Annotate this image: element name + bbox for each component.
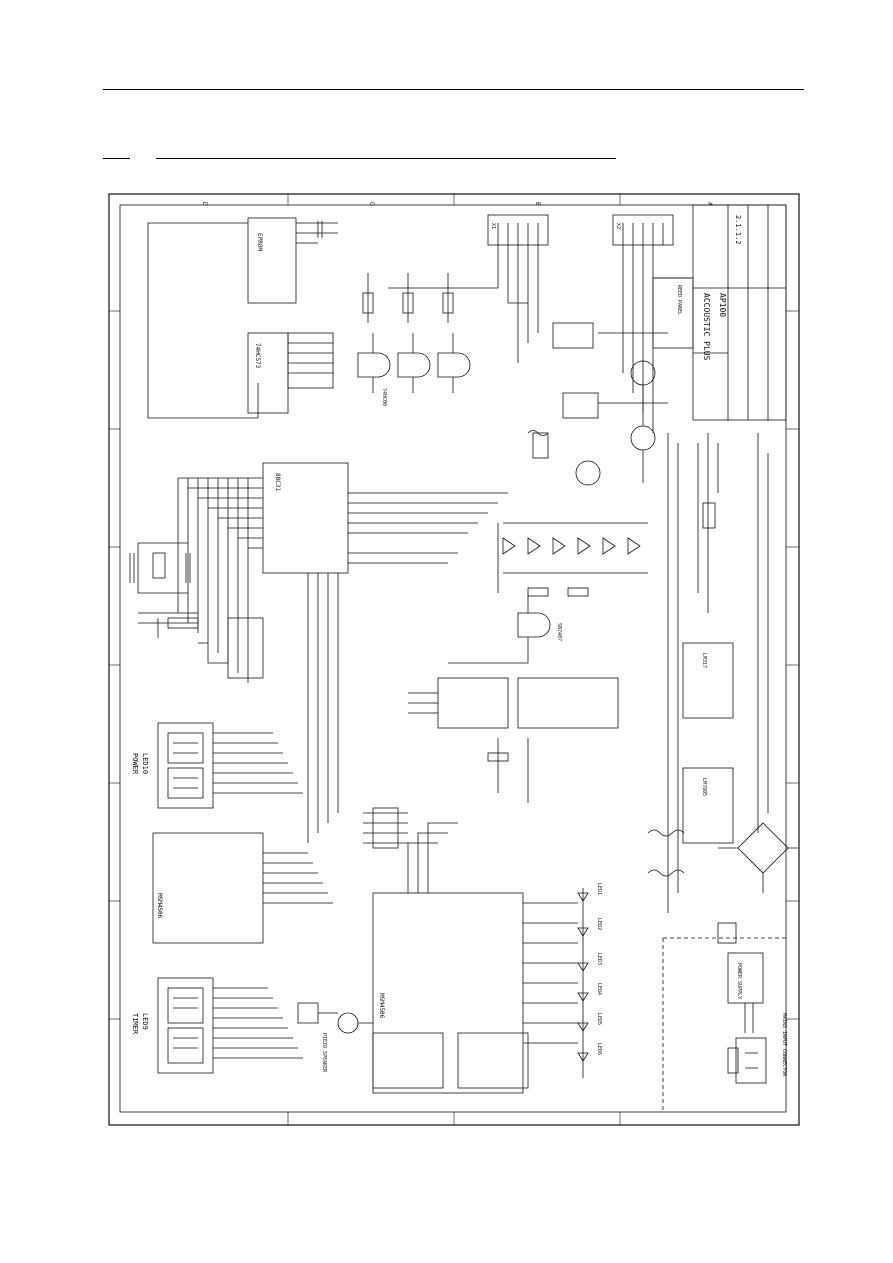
resistor-pack bbox=[372, 807, 399, 849]
comparator-row bbox=[497, 522, 648, 597]
led-bar-1: LED1 bbox=[596, 883, 602, 895]
led-bar-4: LED4 bbox=[596, 983, 602, 995]
title-model: AP100 bbox=[718, 293, 727, 317]
bridge-rectifier bbox=[647, 822, 798, 893]
ic6-regulator: LM317 bbox=[682, 642, 734, 719]
border-letter-a: A bbox=[706, 202, 713, 206]
power-supply-label: POWER SUPPLY bbox=[736, 963, 742, 999]
crystal-oscillator bbox=[129, 542, 264, 679]
led10-name: LED10 bbox=[141, 753, 149, 774]
heading-underline-long bbox=[156, 158, 616, 159]
resistor-array bbox=[363, 812, 408, 844]
led10-display: LED10 POWER bbox=[131, 722, 303, 809]
ic7-label: LM7805 bbox=[701, 778, 707, 796]
ic1-microcontroller: 80C31 bbox=[177, 462, 349, 683]
ic4-label: EPROM bbox=[256, 233, 263, 251]
relay-drivers bbox=[527, 322, 719, 613]
connector-x2-label: X2 bbox=[615, 223, 621, 229]
border-letter-d: D bbox=[201, 202, 208, 206]
mains-connector: MAINS INPUT CONNECTOR bbox=[727, 1013, 787, 1084]
power-supply-block: POWER SUPPLY bbox=[662, 922, 786, 1113]
ic8-label: 74HC00 bbox=[381, 388, 387, 406]
ic9-label: SN7407 bbox=[556, 623, 562, 641]
ic1-label: 80C31 bbox=[274, 473, 281, 491]
title-revision: 2.1.1.2 bbox=[734, 215, 742, 245]
led9-display: LED9 TIMER bbox=[131, 977, 303, 1074]
led-bar-column: LED1 LED2 LED3 LED4 LED5 LED6 bbox=[577, 883, 602, 1078]
ic5-led-driver: MSM4506 bbox=[372, 822, 578, 1094]
ic9-gate: SN7407 bbox=[448, 593, 562, 664]
piezo-buzzer: PIEZO SPEAKER bbox=[297, 1002, 373, 1073]
ic2-display-driver: MSM4506 bbox=[152, 832, 333, 944]
ic8-gates: 74HC00 bbox=[357, 273, 471, 406]
right-supply-rails bbox=[667, 433, 769, 913]
ic5-label: MSM4506 bbox=[378, 993, 385, 1019]
middle-counter-chips bbox=[408, 677, 619, 803]
border-letters: D C B A bbox=[201, 202, 713, 206]
title-block: ACCOUSTIC PLUS AP100 2.1.1.2 REED PANEL bbox=[652, 204, 787, 421]
circuit-schematic: D C B A ACCOUSTIC PLUS AP100 2.1.1.2 REE… bbox=[108, 193, 800, 1126]
led-bar-5: LED5 bbox=[596, 1013, 602, 1025]
ic3-latch: 74HC573 bbox=[247, 332, 334, 414]
horizontal-bus-lines bbox=[348, 492, 508, 564]
connector-x2: X2 bbox=[612, 214, 674, 433]
led-bar-6: LED6 bbox=[596, 1043, 602, 1055]
connector-x1-label: X1 bbox=[490, 223, 496, 229]
border-letter-b: B bbox=[534, 202, 541, 206]
connector-x1: X1 bbox=[388, 214, 549, 363]
led10-caption: POWER bbox=[131, 753, 139, 775]
led-bar-2: LED2 bbox=[596, 918, 602, 930]
led9-name: LED9 bbox=[141, 1013, 149, 1030]
ic2-label: MSM4506 bbox=[156, 893, 163, 919]
border-letter-c: C bbox=[368, 202, 375, 206]
led9-caption: TIMER bbox=[131, 1013, 139, 1035]
ic7-regulator: LM7805 bbox=[682, 767, 734, 844]
ic4-eprom: EPROM bbox=[147, 217, 338, 419]
mains-connector-label: MAINS INPUT CONNECTOR bbox=[781, 1013, 787, 1077]
led-bar-3: LED3 bbox=[596, 953, 602, 965]
ic6-label: LM317 bbox=[701, 653, 707, 668]
reed-panel-note: REED PANEL bbox=[676, 285, 682, 315]
buzzer-label: PIEZO SPEAKER bbox=[321, 1033, 327, 1073]
ic3-label: 74HC573 bbox=[254, 343, 261, 369]
vertical-bus-lines bbox=[307, 573, 339, 843]
title-company: ACCOUSTIC PLUS bbox=[702, 293, 711, 361]
top-rule bbox=[103, 89, 804, 90]
heading-underline-short bbox=[103, 158, 130, 159]
border-zone-ticks bbox=[109, 194, 799, 1125]
